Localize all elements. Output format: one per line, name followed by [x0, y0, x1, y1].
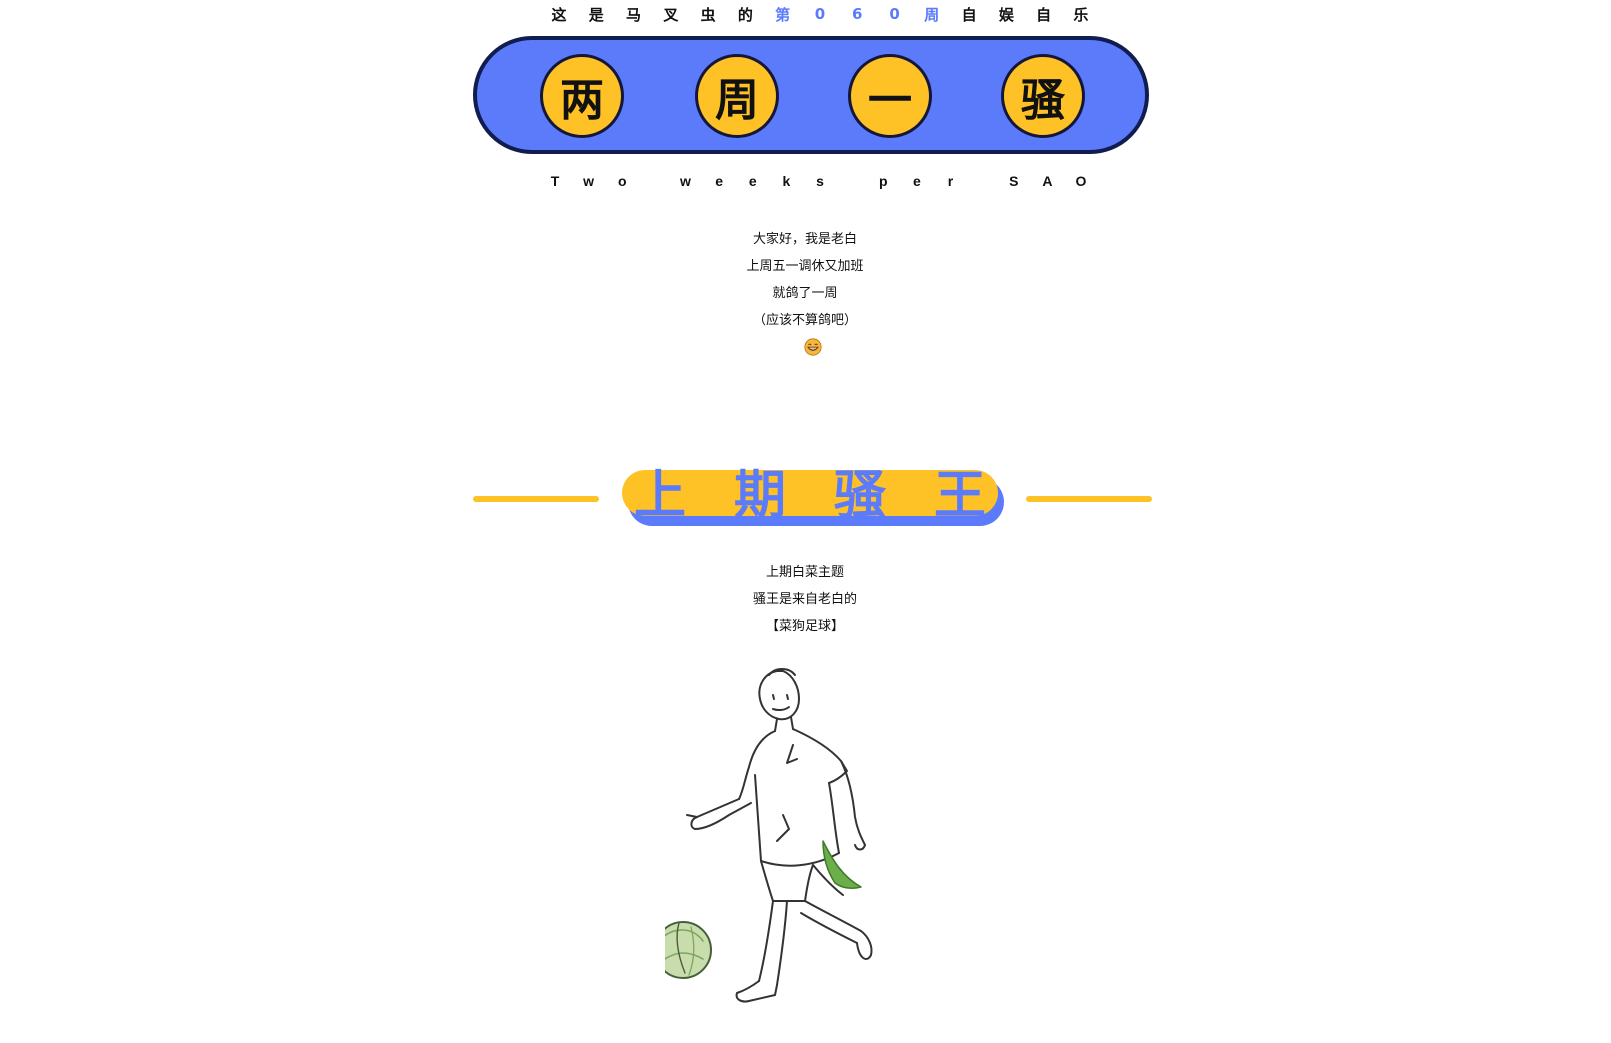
subtitle-letter: w — [583, 173, 595, 189]
subtitle-letter: T — [550, 173, 560, 189]
subtitle-letter: s — [816, 173, 824, 189]
tagline-char-accent: 0 — [889, 5, 900, 23]
section-banner — [622, 470, 998, 516]
football-player-illustration — [665, 668, 873, 1003]
title-circle: 骚 — [1001, 54, 1085, 138]
tagline-char: 虫 — [700, 5, 716, 24]
section-title-char: 王 — [933, 465, 986, 526]
tagline-char: 马 — [626, 5, 642, 24]
subtitle-letter: p — [878, 173, 888, 189]
tagline-char: 是 — [588, 5, 604, 24]
intro-line: 上周五一调休又加班 — [746, 259, 864, 274]
section-body: 上期白菜主题 骚王是来自老白的 【菜狗足球】 — [605, 559, 1005, 640]
tagline-char-accent: 6 — [852, 5, 863, 23]
section-line: 上期白菜主题 — [765, 565, 844, 580]
intro-line: 大家好，我是老白 — [752, 232, 857, 247]
tagline-char: 自 — [961, 5, 977, 24]
intro-line: （应该不算鸽吧） — [752, 313, 857, 328]
tagline-char: 乐 — [1073, 5, 1089, 24]
title-circle: 一 — [848, 54, 932, 138]
section-line: 骚王是来自老白的 — [752, 592, 857, 607]
section-title: 上 期 骚 王 — [630, 458, 990, 526]
subtitle-letter: e — [912, 173, 921, 189]
subtitle-letter: S — [1009, 173, 1019, 189]
tagline: 这 是 马 叉 虫 的 第 0 6 0 周 自 娱 自 乐 — [550, 2, 1090, 26]
tagline-char-accent: 第 — [775, 5, 791, 24]
subtitle: T w o w e e k s p e r S A O — [548, 170, 1088, 192]
section-title-char: 骚 — [833, 465, 886, 526]
tagline-char: 的 — [737, 5, 753, 24]
intro-line: 就鸽了一周 — [772, 286, 838, 301]
tagline-char: 娱 — [998, 5, 1014, 24]
subtitle-letter: o — [617, 173, 627, 189]
section-title-char: 上 — [633, 465, 686, 526]
subtitle-letter: e — [715, 173, 724, 189]
section-header: 上 期 骚 王 — [473, 458, 1152, 530]
tagline-char: 这 — [551, 5, 567, 24]
subtitle-letter: k — [782, 173, 791, 189]
subtitle-letter: O — [1075, 173, 1087, 189]
tagline-char-accent: 0 — [814, 5, 826, 23]
title-circle: 两 — [540, 54, 624, 138]
title-pill: 两 周 一 骚 — [473, 36, 1149, 154]
title-circle: 周 — [695, 54, 779, 138]
subtitle-letter: A — [1042, 173, 1053, 189]
subtitle-letter: e — [748, 173, 757, 189]
section-rule-left — [473, 496, 599, 502]
section-line: 【菜狗足球】 — [765, 619, 844, 634]
grinning-face-icon — [804, 338, 822, 356]
subtitle-letter: w — [680, 173, 691, 189]
section-title-char: 期 — [733, 465, 786, 526]
section-rule-right — [1026, 496, 1152, 502]
intro-text: 大家好，我是老白 上周五一调休又加班 就鸽了一周 （应该不算鸽吧） — [605, 226, 1005, 334]
tagline-char: 叉 — [663, 5, 679, 24]
tagline-char-accent: 周 — [924, 5, 940, 24]
tagline-char: 自 — [1036, 5, 1052, 24]
subtitle-letter: r — [947, 173, 954, 189]
